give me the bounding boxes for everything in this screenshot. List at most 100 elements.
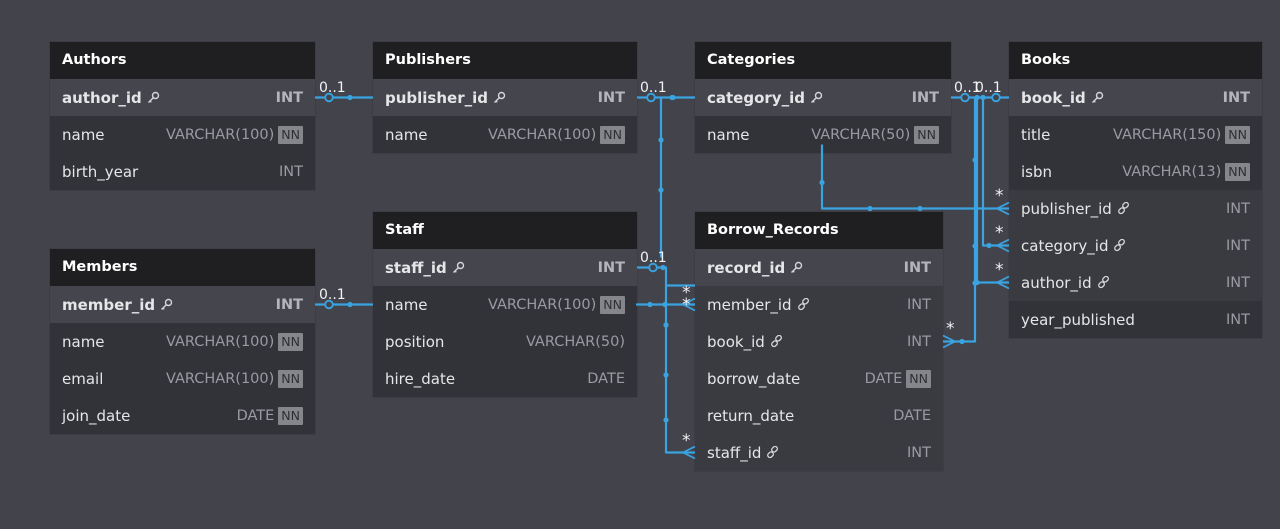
field-type: INT (907, 444, 931, 461)
not-null-badge: NN (278, 406, 303, 425)
table-header[interactable]: Staff (373, 212, 637, 249)
table-header[interactable]: Authors (50, 42, 315, 79)
field-type-wrap: INT (1226, 238, 1250, 254)
not-null-badge: NN (278, 369, 303, 388)
field-name-wrap: publisher_id (385, 89, 506, 107)
table-header[interactable]: Members (50, 249, 315, 286)
table-header[interactable]: Categories (695, 42, 951, 79)
primary-key-icon (810, 91, 823, 104)
field-name-wrap: year_published (1021, 311, 1135, 329)
crows-foot (682, 451, 696, 460)
edge-publishers-b (820, 144, 1009, 210)
field-type-wrap: INT (912, 90, 939, 106)
field-name-wrap: title (1021, 126, 1050, 144)
field-name: name (62, 332, 105, 351)
field-row[interactable]: return_date DATE (695, 397, 943, 434)
table-header[interactable]: Books (1009, 42, 1262, 79)
not-null-badge: NN (1225, 125, 1250, 144)
field-type: INT (1226, 237, 1250, 254)
field-type-wrap: VARCHAR(50) (526, 334, 625, 350)
field-type-wrap: INT (598, 90, 625, 106)
field-name: author_id (62, 88, 142, 107)
field-name-wrap: return_date (707, 407, 794, 425)
edge-authors-b (975, 97, 1009, 284)
field-type-wrap: INT (1226, 312, 1250, 328)
field-type: INT (597, 259, 625, 276)
field-type-wrap: VARCHAR(13)NN (1122, 162, 1250, 181)
primary-key-icon (493, 91, 506, 104)
cardinality-many-label: * (682, 430, 691, 451)
primary-key-icon (147, 91, 160, 104)
cardinality-many-label: * (995, 185, 1004, 206)
table-header[interactable]: Borrow_Records (695, 212, 943, 249)
not-null-badge: NN (600, 125, 625, 144)
cardinality-zero-one-label: 0..1 (640, 79, 667, 96)
field-row[interactable]: staff_id INT (695, 434, 943, 471)
cardinality-zero-one-label: 0..1 (975, 79, 1002, 96)
field-type: DATE (236, 407, 275, 424)
field-name: join_date (62, 406, 131, 425)
field-type-wrap: DATE (587, 371, 625, 387)
edge-dot (959, 338, 965, 345)
field-name-wrap: birth_year (62, 163, 138, 181)
not-null-badge: NN (914, 125, 939, 144)
field-name: staff_id (707, 443, 762, 462)
edge-dot (660, 264, 666, 271)
field-type-wrap: VARCHAR(100)NN (166, 125, 303, 144)
primary-key-icon (790, 261, 803, 274)
crows-foot (996, 207, 1010, 216)
field-name-wrap: position (385, 333, 444, 351)
field-name: name (707, 125, 750, 144)
field-type-wrap: INT (904, 260, 931, 276)
field-name-wrap: join_date (62, 407, 130, 425)
field-type-wrap: INT (598, 260, 625, 276)
not-null-badge: NN (906, 369, 931, 388)
not-null-badge: NN (600, 295, 625, 314)
field-name-wrap: author_id (1021, 274, 1110, 292)
field-row[interactable]: publisher_id INT (373, 79, 637, 116)
field-name: publisher_id (1021, 199, 1112, 218)
field-type-wrap: VARCHAR(100)NN (488, 125, 625, 144)
foreign-key-link-icon (766, 446, 779, 459)
field-row[interactable]: year_published INT (1009, 301, 1262, 338)
primary-key-icon (1091, 91, 1104, 104)
field-name: email (62, 369, 104, 388)
field-name: borrow_date (707, 369, 801, 388)
field-row[interactable]: position VARCHAR(50) (373, 323, 637, 360)
edge-dot (663, 417, 669, 423)
field-name-wrap: name (707, 126, 750, 144)
field-type: DATE (893, 407, 931, 424)
table-header[interactable]: Publishers (373, 42, 637, 79)
